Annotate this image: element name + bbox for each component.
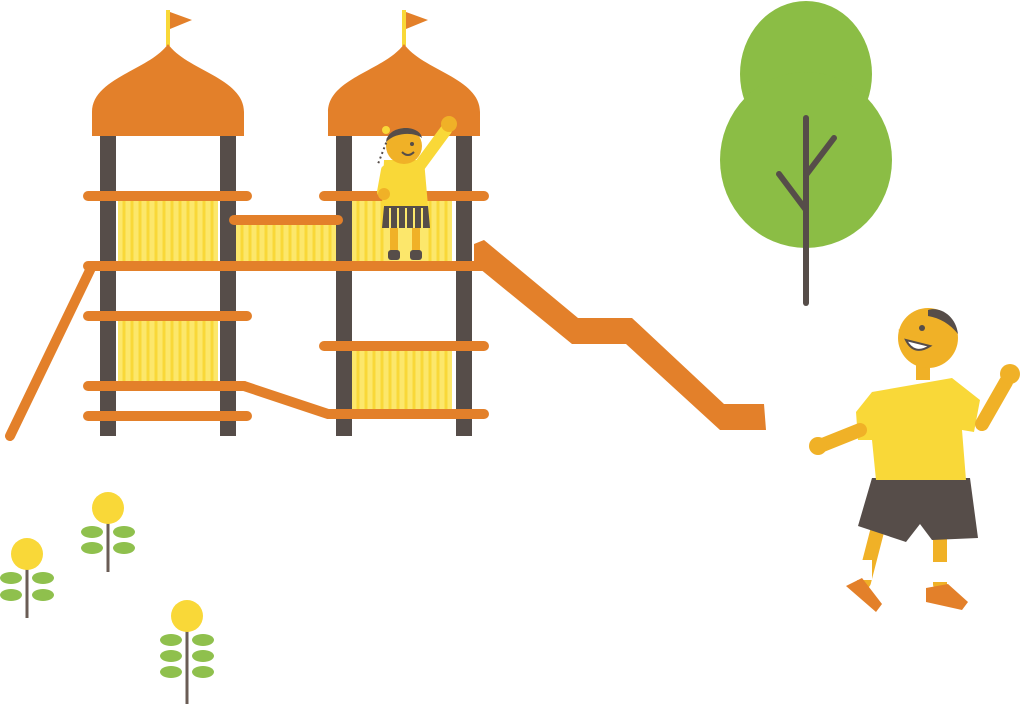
flag-icon bbox=[406, 12, 428, 29]
flower bbox=[81, 492, 135, 572]
orange-rails bbox=[5, 191, 489, 441]
flag-icon bbox=[170, 12, 192, 29]
slide bbox=[474, 240, 766, 430]
girl-on-tower bbox=[377, 116, 457, 260]
tree bbox=[720, 1, 892, 306]
running-boy bbox=[809, 308, 1020, 612]
left-tower-roof bbox=[92, 10, 244, 136]
right-tower-roof bbox=[328, 10, 480, 136]
flower bbox=[0, 538, 54, 618]
tree-trunk bbox=[776, 115, 837, 306]
flower bbox=[160, 600, 214, 704]
tower-posts bbox=[100, 130, 472, 436]
